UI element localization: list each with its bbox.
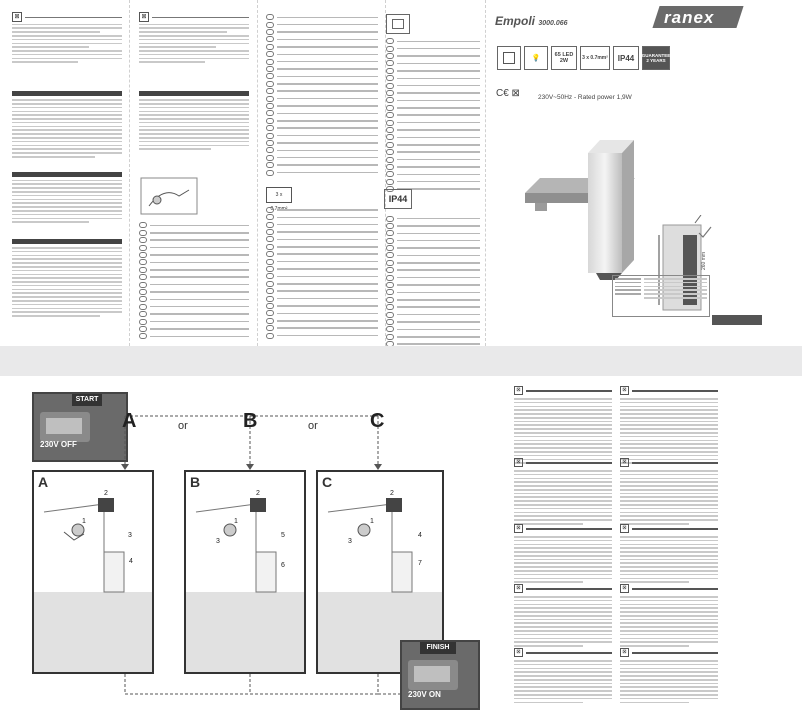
square-mount-icon xyxy=(386,14,410,34)
disposal-text-block: ⊠ xyxy=(514,648,612,705)
weee-bin-icon: ⊠ xyxy=(620,584,629,593)
weee-bin-icon: ⊠ xyxy=(620,458,629,467)
or-label: or xyxy=(308,420,318,432)
warnings-column-2: ⊠ xyxy=(139,12,249,340)
or-label: or xyxy=(178,420,188,432)
square-mount-icon xyxy=(497,46,521,70)
weee-bin-icon: ⊠ xyxy=(139,12,149,23)
power-off-label: 230V OFF xyxy=(40,440,77,449)
safety-instructions-tab xyxy=(712,315,762,325)
bulb-icon: 💡 xyxy=(524,46,548,70)
weee-bin-icon: ⊠ xyxy=(12,12,22,23)
weee-bin-icon: ⊠ xyxy=(620,524,629,533)
disposal-text-block: ⊠ xyxy=(514,524,612,585)
ip-icon: IP44 xyxy=(613,46,639,70)
section-header-bar xyxy=(12,91,122,97)
weee-bin-icon: ⊠ xyxy=(514,458,523,467)
brand-logo: ranex xyxy=(664,8,715,27)
disposal-text-block: ⊠ xyxy=(620,648,718,705)
weee-bin-icon: ⊠ xyxy=(620,386,629,395)
fold-line xyxy=(257,0,258,346)
svg-text:260 mm: 260 mm xyxy=(701,252,707,270)
language-list-column-3: 3 x 0.7mm² xyxy=(266,14,378,340)
install-step-b: B 2 1 3 5 6 xyxy=(184,470,306,674)
disposal-text-block: ⊠ xyxy=(514,458,612,527)
option-b-label: B xyxy=(243,410,258,432)
ip44-rating-badge: IP44 xyxy=(384,189,412,209)
hand-illustration xyxy=(139,176,249,216)
voltage-rating: 230V~50Hz - Rated power 1,9W xyxy=(538,94,632,101)
leaflet-back: START 230V OFF A B C or or A xyxy=(0,376,802,720)
section-header-bar xyxy=(12,171,122,177)
disposal-text-block: ⊠ xyxy=(620,386,718,466)
leaflet-front: ⊠ ⊠ xyxy=(0,0,802,362)
led-icon: 65 LED 2W xyxy=(551,46,577,70)
disposal-text-block: ⊠ xyxy=(514,386,612,466)
start-photo: START 230V OFF xyxy=(32,392,128,462)
fold-line xyxy=(385,0,386,346)
weee-bin-icon: ⊠ xyxy=(620,648,629,657)
section-header-bar xyxy=(139,91,249,97)
language-list-column-4 xyxy=(386,14,480,363)
cable-icon: 3 x 0.7mm² xyxy=(580,46,610,70)
option-c-label: C xyxy=(370,410,385,432)
fold-line xyxy=(485,0,486,346)
dimension-drawing: 260 mm xyxy=(658,215,712,311)
install-step-a: A 2 1 3 4 xyxy=(32,470,154,674)
ce-mark-icon: C€ ⊠ xyxy=(496,88,520,99)
weee-bin-icon: ⊠ xyxy=(514,524,523,533)
weee-bin-icon: ⊠ xyxy=(514,386,523,395)
option-a-label: A xyxy=(122,410,137,432)
separator-band xyxy=(0,346,802,376)
model-name: Empoli 3000.066 xyxy=(495,14,568,28)
disposal-text-block: ⊠ xyxy=(620,524,718,585)
finish-photo: FINISH 230V ON xyxy=(400,640,480,710)
lamp-product-image xyxy=(525,140,635,280)
fold-line xyxy=(129,0,130,346)
section-header-bar xyxy=(12,239,122,245)
weee-bin-icon: ⊠ xyxy=(514,648,523,657)
guarantee-icon: GUARANTEE 2 YEARS xyxy=(642,46,670,70)
power-on-label: 230V ON xyxy=(408,690,441,699)
importer-address xyxy=(612,275,710,317)
flow-arrows xyxy=(121,415,400,695)
disposal-text-block: ⊠ xyxy=(620,584,718,649)
disposal-text-block: ⊠ xyxy=(514,584,612,649)
disposal-text-block: ⊠ xyxy=(620,458,718,527)
warnings-column-1: ⊠ xyxy=(12,12,122,319)
weee-bin-icon: ⊠ xyxy=(514,584,523,593)
screw-spec-icon: 3 x 0.7mm² xyxy=(266,186,292,212)
